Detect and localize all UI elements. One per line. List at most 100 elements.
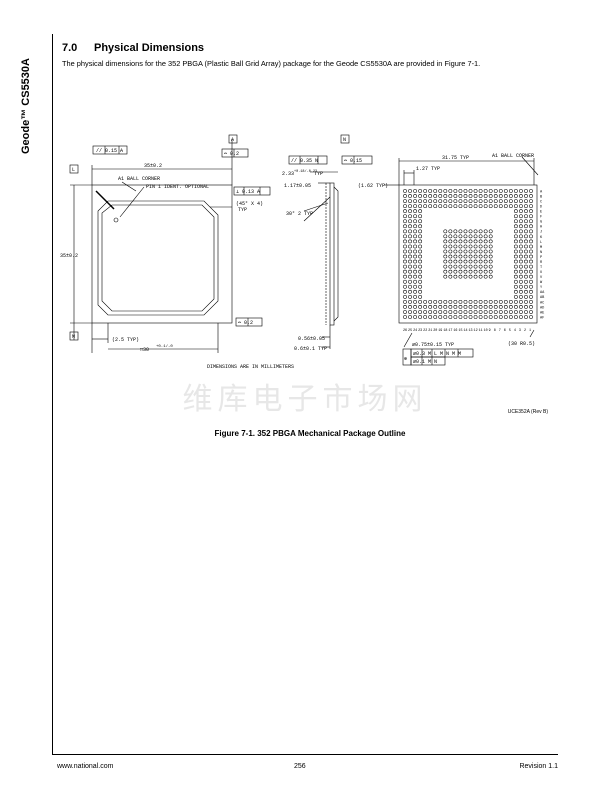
solder-ball: [468, 244, 473, 249]
units-note: DIMENSIONS ARE IN MILLIMETERS: [207, 364, 294, 370]
solder-ball: [443, 254, 448, 259]
mold-angle-dim: 30° 2: [286, 211, 301, 217]
solder-ball: [483, 244, 488, 249]
solder-ball: [478, 229, 483, 234]
solder-ball: [519, 300, 523, 304]
solder-ball: [488, 189, 493, 193]
solder-ball: [408, 310, 412, 314]
solder-ball: [418, 234, 422, 239]
solder-ball: [483, 269, 488, 274]
solder-ball: [458, 305, 463, 309]
solder-ball: [503, 315, 508, 319]
solder-ball: [408, 264, 412, 269]
solder-ball: [418, 209, 422, 214]
solder-ball: [413, 274, 417, 279]
ball-column-label: 2: [524, 329, 526, 333]
solder-ball: [519, 214, 523, 219]
solder-ball: [493, 204, 498, 208]
solder-ball: [468, 274, 473, 279]
solder-ball: [478, 189, 483, 193]
ball-column-label: 7: [499, 329, 501, 333]
solder-ball: [524, 254, 528, 259]
solder-ball: [514, 239, 518, 244]
datum-m: M: [72, 334, 75, 340]
solder-ball: [418, 199, 422, 203]
solder-ball: [453, 194, 458, 198]
solder-ball: [453, 269, 458, 274]
ball-column-label: 3: [519, 329, 521, 333]
solder-ball: [468, 189, 473, 193]
solder-ball: [483, 194, 488, 198]
solder-ball: [403, 199, 407, 203]
solder-ball: [428, 204, 433, 208]
solder-ball: [524, 229, 528, 234]
solder-ball: [529, 194, 533, 198]
solder-ball: [514, 229, 518, 234]
solder-ball: [483, 300, 488, 304]
solder-ball: [413, 249, 417, 254]
solder-ball: [488, 204, 493, 208]
solder-ball: [418, 249, 422, 254]
solder-ball: [473, 264, 478, 269]
solder-ball: [428, 305, 433, 309]
ball-row-label: L: [540, 241, 542, 245]
solder-ball: [529, 284, 533, 289]
solder-ball: [413, 199, 417, 203]
solder-ball: [448, 199, 453, 203]
solder-ball: [473, 189, 478, 193]
solder-ball: [478, 244, 483, 249]
solder-ball: [403, 269, 407, 274]
solder-ball: [488, 305, 493, 309]
solder-ball: [524, 204, 528, 208]
solder-ball: [458, 300, 463, 304]
solder-ball: [468, 269, 473, 274]
ball-row-label: AD: [540, 306, 544, 310]
solder-ball: [403, 294, 407, 299]
solder-ball: [473, 254, 478, 259]
solder-ball: [453, 229, 458, 234]
solder-ball: [508, 204, 513, 208]
solder-ball: [403, 279, 407, 284]
solder-ball: [438, 189, 443, 193]
solder-ball: [458, 234, 463, 239]
solder-ball: [443, 204, 448, 208]
solder-ball: [413, 234, 417, 239]
ball-column-label: 12: [474, 329, 478, 333]
solder-ball: [438, 300, 443, 304]
solder-ball: [483, 204, 488, 208]
top-view-mold-cap: [97, 200, 219, 316]
solder-ball: [403, 254, 407, 259]
ball-column-label: 15: [458, 329, 462, 333]
solder-ball: [529, 209, 533, 214]
ball-row-label: R: [540, 261, 543, 265]
solder-ball: [428, 300, 433, 304]
solder-ball: [503, 305, 508, 309]
solder-ball: [408, 219, 412, 224]
ball-column-label: 1: [529, 329, 531, 333]
solder-ball: [488, 254, 493, 259]
top-flatness-frame: // 0.15 A: [96, 148, 123, 154]
solder-ball: [403, 194, 407, 198]
solder-ball: [443, 310, 448, 314]
solder-ball: [473, 310, 478, 314]
solder-ball: [458, 264, 463, 269]
ball-row-label: AC: [540, 301, 544, 305]
solder-ball: [408, 214, 412, 219]
solder-ball: [458, 189, 463, 193]
solder-ball: [463, 300, 468, 304]
solder-ball: [488, 194, 493, 198]
solder-ball: [443, 315, 448, 319]
package-height-dim: 2.33: [282, 171, 294, 177]
solder-ball: [514, 315, 518, 319]
solder-ball: [403, 300, 407, 304]
solder-ball: [524, 315, 528, 319]
solder-ball: [529, 244, 533, 249]
ball-height-dim: 0.56±0.05: [298, 336, 325, 342]
solder-ball: [433, 310, 438, 314]
solder-ball: [408, 274, 412, 279]
solder-ball: [413, 289, 417, 294]
bottom-profile-frame: ⌓ 0.2: [238, 320, 253, 326]
solder-ball: [478, 264, 483, 269]
ball-column-label: 8: [494, 329, 496, 333]
